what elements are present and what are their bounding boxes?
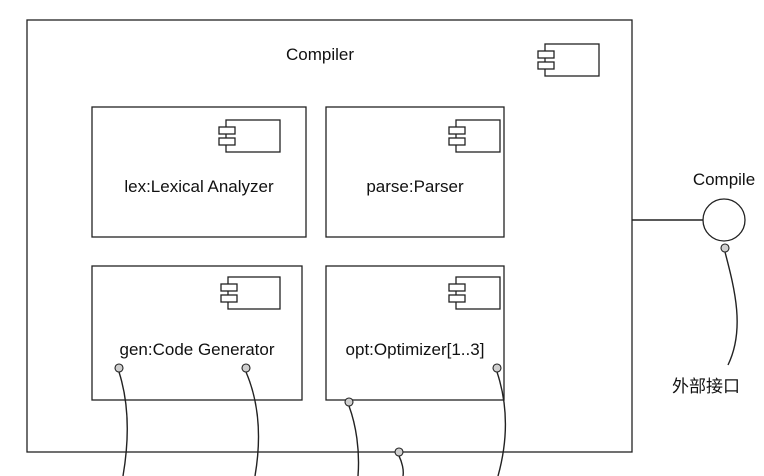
opt-boundary-port <box>344 397 354 407</box>
port-wires <box>114 363 507 476</box>
component-gen: gen:Code Generator <box>91 265 303 401</box>
component-icon <box>537 43 600 77</box>
gen-port-left <box>114 363 124 373</box>
opt-port <box>492 363 502 373</box>
component-opt: opt:Optimizer[1..3] <box>325 265 505 401</box>
component-lex: lex:Lexical Analyzer <box>91 106 307 238</box>
component-parse: parse:Parser <box>325 106 505 238</box>
provided-interface-lollipop-icon <box>702 198 746 242</box>
interface-label: Compile <box>693 170 755 189</box>
component-icon <box>218 119 281 153</box>
annotation-leader <box>724 251 738 366</box>
gen-port-right <box>241 363 251 373</box>
component-icon <box>448 276 501 310</box>
component-icon <box>220 276 281 310</box>
interface-port <box>720 243 730 253</box>
compile-interface: Compile 外部接口 <box>632 170 755 396</box>
annotation-label: 外部接口 <box>672 377 740 396</box>
gen-label: gen:Code Generator <box>120 340 275 359</box>
component-icon <box>448 119 501 153</box>
parse-label: parse:Parser <box>366 177 464 196</box>
compiler-title: Compiler <box>286 45 354 64</box>
compiler-boundary-port <box>394 447 404 457</box>
lex-label: lex:Lexical Analyzer <box>124 177 274 196</box>
opt-label: opt:Optimizer[1..3] <box>346 340 485 359</box>
